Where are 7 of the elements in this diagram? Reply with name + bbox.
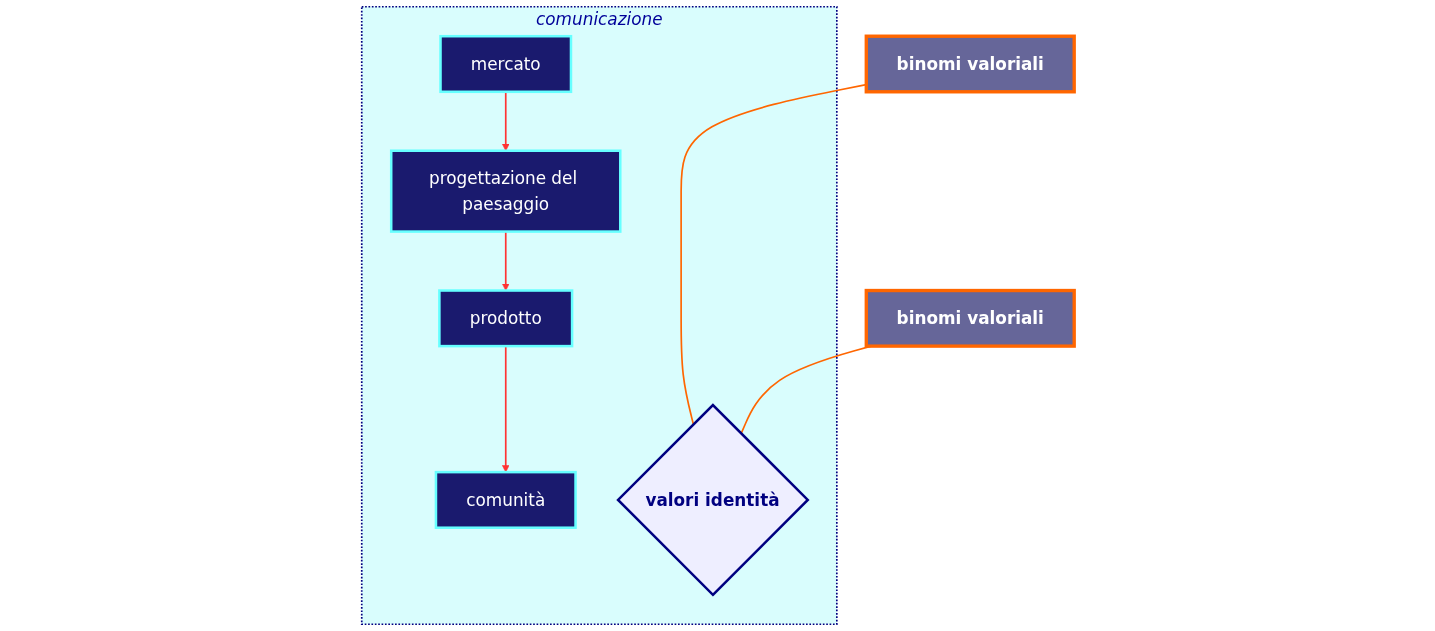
node-box: prodotto bbox=[437, 289, 573, 348]
node-box: mercato bbox=[438, 34, 572, 94]
node-box: comunità bbox=[434, 470, 577, 529]
node-diamond: valori identità bbox=[615, 403, 810, 597]
node-box: progettazione del paesaggio bbox=[389, 149, 622, 233]
node-box: binomi valoriali bbox=[864, 288, 1076, 348]
node-box: binomi valoriali bbox=[864, 34, 1076, 94]
